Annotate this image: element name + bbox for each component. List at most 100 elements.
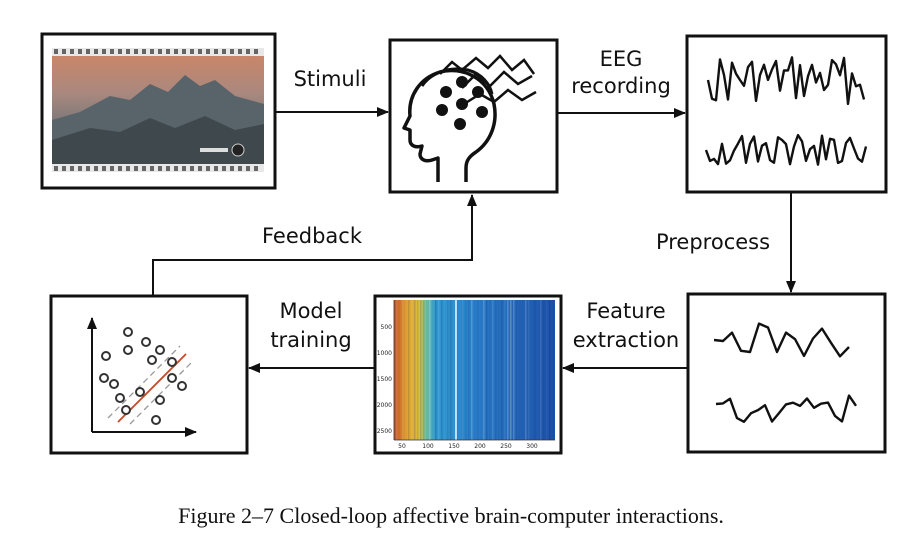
spectrogram-x-tick: 200 <box>474 443 486 450</box>
spectrogram-x-tick: 50 <box>398 443 406 450</box>
spectrogram-stripe <box>489 300 491 440</box>
spectrogram-stripe <box>426 300 428 440</box>
film-hole <box>54 166 58 171</box>
film-perforations-top <box>54 49 258 54</box>
spectrogram-stripe <box>411 300 413 440</box>
film-hole <box>254 166 258 171</box>
film-hole <box>254 49 258 54</box>
feature-signal-box <box>686 292 887 454</box>
scatter-point <box>167 373 177 383</box>
film-hole <box>246 49 250 54</box>
spectrogram-stripe <box>453 300 455 440</box>
film-hole <box>238 49 242 54</box>
spectrogram-stripe <box>528 300 530 440</box>
film-hole <box>134 49 138 54</box>
film-hole <box>102 166 106 171</box>
film-hole <box>150 49 154 54</box>
spectrogram-stripe <box>507 300 509 440</box>
spectrogram-stripe <box>549 300 551 440</box>
figure-caption: Figure 2–7 Closed-loop affective brain-c… <box>178 503 724 528</box>
stimuli-box <box>40 32 277 190</box>
spectrogram-stripe <box>519 300 521 440</box>
film-hole <box>166 166 170 171</box>
spectrogram-stripe <box>546 300 548 440</box>
spectrogram-stripe <box>455 300 457 440</box>
scatter-point <box>177 381 187 391</box>
film-hole <box>158 166 162 171</box>
film-hole <box>158 49 162 54</box>
scatter-point <box>123 327 133 337</box>
film-hole <box>166 49 170 54</box>
spectrogram-stripe <box>438 300 440 440</box>
label-eeg-line1: EEG <box>600 47 643 71</box>
scatter-point <box>121 405 131 415</box>
scatter-point <box>135 387 145 397</box>
spectrogram-stripe <box>468 300 470 440</box>
spectrogram-stripe <box>483 300 485 440</box>
spectrogram-stripe <box>513 300 515 440</box>
spectrogram-stripe <box>504 300 506 440</box>
scatter-point <box>147 355 157 365</box>
spectrogram-y-tick: 2500 <box>377 428 392 435</box>
film-hole <box>150 166 154 171</box>
label-model-line2: training <box>270 328 351 352</box>
film-hole <box>230 166 234 171</box>
classifier-plot-icon <box>87 317 197 437</box>
film-hole <box>214 166 218 171</box>
film-hole <box>78 166 82 171</box>
film-hole <box>206 49 210 54</box>
label-feedback: Feedback <box>262 224 363 248</box>
spectrogram-stripe <box>492 300 494 440</box>
film-hole <box>110 166 114 171</box>
film-hole <box>126 49 130 54</box>
spectrogram-y-tick: 500 <box>381 324 393 331</box>
scatter-point <box>155 345 165 355</box>
scatter-point <box>115 393 125 403</box>
spectrogram-stripe <box>444 300 446 440</box>
spectrogram-stripe <box>420 300 422 440</box>
film-perforations-bottom <box>54 166 258 171</box>
spectrogram-stripes <box>396 300 554 440</box>
spectrogram-stripe <box>552 300 554 440</box>
spectrogram-heatmap <box>394 300 555 440</box>
spectrogram-x-tick: 150 <box>448 443 460 450</box>
spectrogram-stripe <box>516 300 518 440</box>
spectrogram-stripe <box>396 300 398 440</box>
spectrogram-stripe <box>522 300 524 440</box>
film-hole <box>222 166 226 171</box>
spectrogram-stripe <box>450 300 452 440</box>
preprocessed-wave-2 <box>715 394 857 423</box>
spectrogram-x-tick: 300 <box>526 443 538 450</box>
film-hole <box>78 49 82 54</box>
spectrogram-y-tick: 2000 <box>377 402 392 409</box>
spectrogram-y-tick: 1500 <box>377 376 392 383</box>
model-box <box>49 294 249 455</box>
spectrogram-stripe <box>402 300 404 440</box>
label-eeg-line2: recording <box>571 74 671 98</box>
spectrogram-x-tick: 250 <box>500 443 512 450</box>
film-hole <box>246 166 250 171</box>
film-hole <box>62 49 66 54</box>
spectrogram-x-tick: 100 <box>422 443 434 450</box>
film-hole <box>230 49 234 54</box>
spectrogram-stripe <box>432 300 434 440</box>
film-hole <box>198 49 202 54</box>
head-with-electrodes-icon <box>402 54 537 182</box>
preprocessed-wave-1 <box>713 322 850 358</box>
label-feature-line1: Feature <box>586 299 665 323</box>
spectrogram-stripe <box>408 300 410 440</box>
spectrogram-stripe <box>447 300 449 440</box>
film-frame-image <box>52 48 264 172</box>
eeg-raw-wave-1 <box>706 56 866 106</box>
spectrogram-stripe <box>498 300 500 440</box>
spectrogram-stripe <box>405 300 407 440</box>
film-hole <box>190 49 194 54</box>
film-hole <box>198 166 202 171</box>
film-hole <box>94 49 98 54</box>
scatter-point <box>101 351 111 361</box>
spectrogram-stripe <box>414 300 416 440</box>
spectrogram-stripe <box>423 300 425 440</box>
scatter-point <box>99 373 109 383</box>
spectrogram-stripe <box>417 300 419 440</box>
